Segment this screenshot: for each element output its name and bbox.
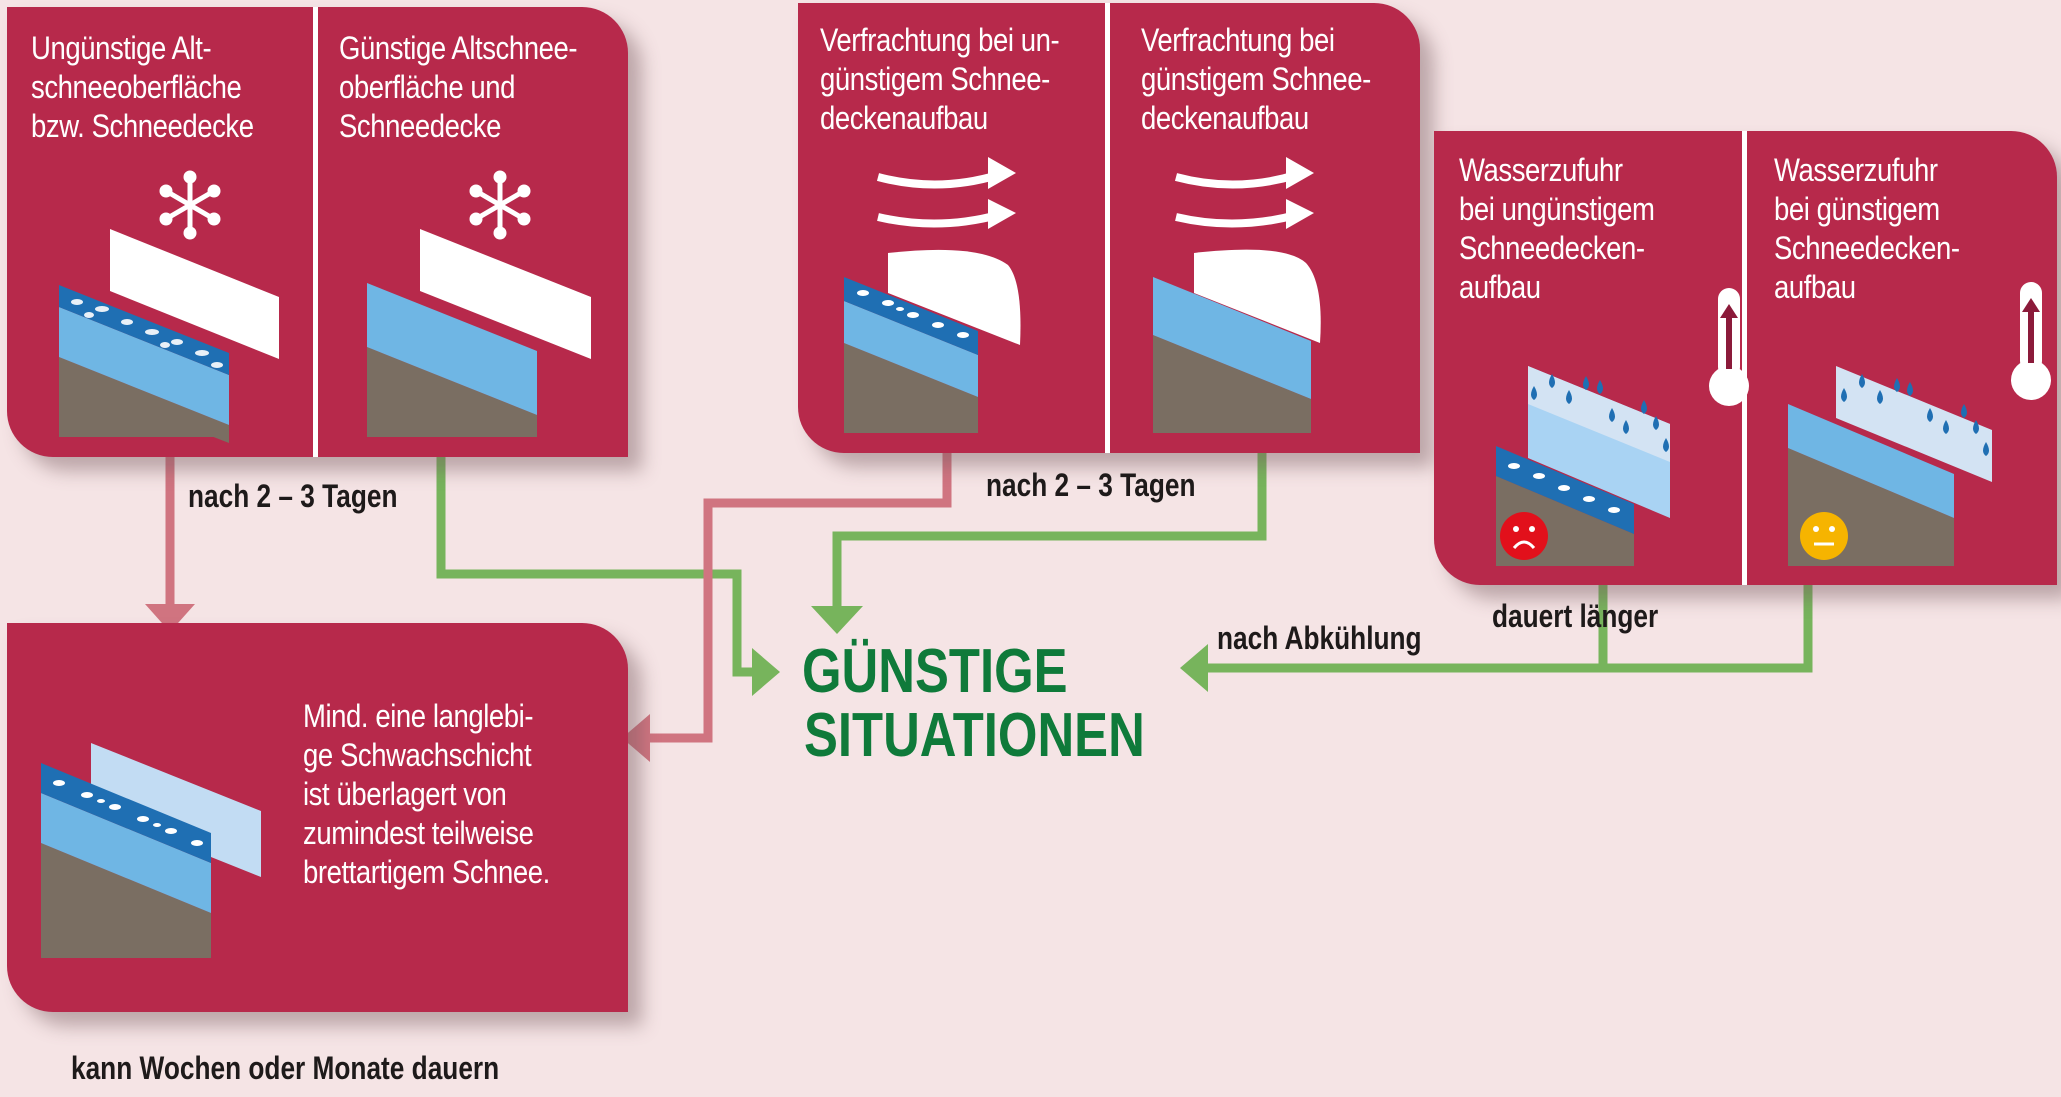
arrow-favorable-drift-to-result <box>811 450 1267 634</box>
weak-layer-grains <box>53 780 203 846</box>
weak-layer-pattern <box>41 763 211 863</box>
panel-water-favorable-text: Wasserzufuhr bei günstigem Schneedecken-… <box>1774 152 1960 305</box>
drift-illustration-unfavorable <box>844 157 1021 433</box>
wind-arrows-icon <box>1174 171 1298 228</box>
label-after-days-left: nach 2 – 3 Tagen <box>188 478 398 514</box>
arrow-unfavorable-drift-to-weak-layer <box>622 450 952 762</box>
arrow-water-to-result <box>1180 583 1813 692</box>
panel-snowfall-favorable-text: Günstige Altschnee- oberfläche und Schne… <box>339 30 578 144</box>
old-snow-layer <box>1788 404 1954 518</box>
old-snow-layer <box>1153 277 1311 399</box>
ground-layer <box>367 347 537 437</box>
label-takes-longer: dauert länger <box>1492 598 1659 634</box>
panel-snowfall: Ungünstige Alt- schneeoberfläche bzw. Sc… <box>7 7 628 457</box>
sad-face-icon <box>1500 512 1548 560</box>
wind-arrow-head <box>988 157 1016 189</box>
slab-layer <box>91 743 261 877</box>
old-snow-layer <box>844 301 978 397</box>
wind-arrows-icon <box>876 171 1000 228</box>
old-snow-layer <box>367 283 537 415</box>
panel-water-input: Wasserzufuhr bei ungünstigem Schneedecke… <box>1434 131 2057 585</box>
label-after-days-middle: nach 2 – 3 Tagen <box>986 467 1196 503</box>
drifted-snow-layer <box>888 249 1021 345</box>
panel-divider <box>1105 3 1110 453</box>
old-snow-layer <box>41 793 211 913</box>
weak-layer-illustration <box>41 743 261 958</box>
water-drops <box>1531 374 1669 452</box>
water-illustration-unfavorable <box>1496 288 1749 566</box>
snowpack-illustration-favorable <box>367 170 591 437</box>
wet-snow-top <box>1528 366 1670 462</box>
snowpack-illustration-unfavorable <box>59 170 279 443</box>
drifted-snow-layer <box>1194 249 1321 343</box>
thermometer-icon <box>1709 288 1749 406</box>
ground-layer <box>1153 335 1311 433</box>
panel-snowfall-unfavorable-text: Ungünstige Alt- schneeoberfläche bzw. Sc… <box>31 30 254 144</box>
panel-water-unfavorable-text: Wasserzufuhr bei ungünstigem Schneedecke… <box>1459 152 1655 305</box>
label-after-cooling: nach Abkühlung <box>1217 620 1422 656</box>
ground-layer <box>844 343 978 433</box>
wind-arrow-head <box>1286 199 1314 229</box>
panel-drift-favorable-text: Verfrachtung bei günstigem Schnee- decke… <box>1141 22 1371 136</box>
result-title-line2: SITUATIONEN <box>804 701 1145 770</box>
panel-persistent-weak-layer: Mind. eine langlebi- ge Schwachschicht i… <box>7 623 628 1012</box>
panel-divider <box>313 7 318 457</box>
weak-layer-grains <box>857 290 969 338</box>
weak-layer-grains <box>71 299 223 368</box>
panel-divider <box>1742 131 1747 585</box>
snowflake-icon <box>469 170 531 240</box>
wet-snow-top <box>1836 366 1992 482</box>
ground-layer <box>41 843 211 958</box>
weak-layer-grains <box>1508 463 1620 513</box>
thermometer-icon <box>2011 282 2051 400</box>
wind-arrow-head <box>988 199 1016 229</box>
arrow-unfavorable-to-weak-layer <box>145 455 195 632</box>
water-illustration-favorable <box>1788 282 2051 566</box>
panel-weak-layer-text: Mind. eine langlebi- ge Schwachschicht i… <box>303 698 550 890</box>
panel-wind-drift: Verfrachtung bei un- günstigem Schnee- d… <box>798 3 1420 453</box>
old-snow-layer <box>59 307 229 425</box>
new-snow-layer <box>420 229 591 359</box>
ground-layer <box>59 357 229 437</box>
panel-drift-unfavorable-text: Verfrachtung bei un- günstigem Schnee- d… <box>820 22 1060 136</box>
new-snow-layer <box>110 229 279 359</box>
wind-arrow-head <box>1286 157 1314 189</box>
drift-illustration-favorable <box>1153 157 1321 433</box>
neutral-face-icon <box>1800 512 1848 560</box>
result-title-line1: GÜNSTIGE <box>802 637 1068 706</box>
snowflake-icon <box>159 170 221 240</box>
water-drops <box>1841 374 1989 456</box>
arrow-favorable-snowfall-to-result <box>436 455 780 696</box>
label-weeks-months: kann Wochen oder Monate dauern <box>71 1050 500 1086</box>
